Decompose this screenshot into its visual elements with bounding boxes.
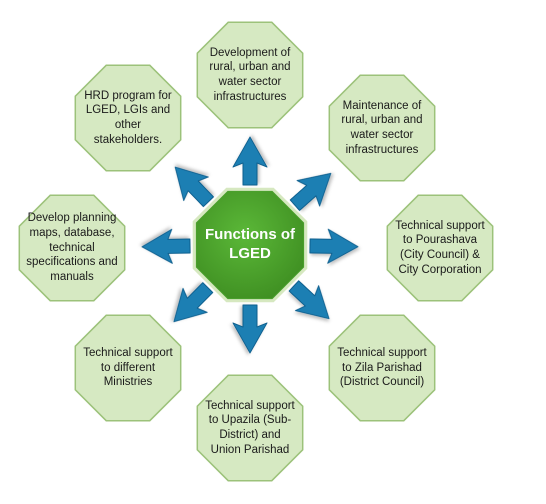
octagon-infrastructure-development (196, 21, 304, 129)
node-ministries-support: Technical support to different Ministrie… (83, 346, 173, 389)
node-hrd-program: HRD program for LGED, LGIs and other sta… (84, 89, 172, 146)
octagon-planning-maps (18, 194, 126, 302)
arrow-up-left-icon (174, 166, 214, 208)
node-infrastructure-development: Development of rural, urban and water se… (209, 46, 291, 103)
arrow-down-icon (232, 304, 268, 354)
node-infrastructure-maintenance: Maintenance of rural, urban and water se… (341, 99, 423, 156)
octagon-zila-parishad-support (328, 314, 436, 422)
octagon-upazila-support (196, 374, 304, 482)
center-octagon (192, 187, 308, 303)
node-planning-maps: Develop planning maps, database, technic… (26, 212, 118, 284)
nodes-group (18, 21, 494, 482)
center-octagon-fill (195, 190, 305, 300)
node-pourashava-support: Technical support to Pourashava (City Co… (395, 219, 485, 276)
arrow-left-icon (141, 228, 191, 264)
arrow-up-icon (232, 136, 268, 186)
octagon-infrastructure-maintenance (328, 74, 436, 182)
arrow-down-left-icon (173, 282, 214, 323)
octagon-hrd-program (74, 64, 182, 172)
center-label: Functions of LGED (205, 226, 295, 262)
node-zila-parishad-support: Technical support to Zila Parishad (Dist… (337, 346, 427, 389)
arrows-group (141, 136, 359, 354)
arrow-right-icon (309, 228, 359, 264)
node-upazila-support: Technical support to Upazila (Sub-Distri… (205, 399, 295, 456)
arrow-up-right-icon (289, 172, 332, 211)
octagon-ministries-support (74, 314, 182, 422)
arrow-down-right-icon (288, 280, 330, 320)
octagon-pourashava-support (386, 194, 494, 302)
